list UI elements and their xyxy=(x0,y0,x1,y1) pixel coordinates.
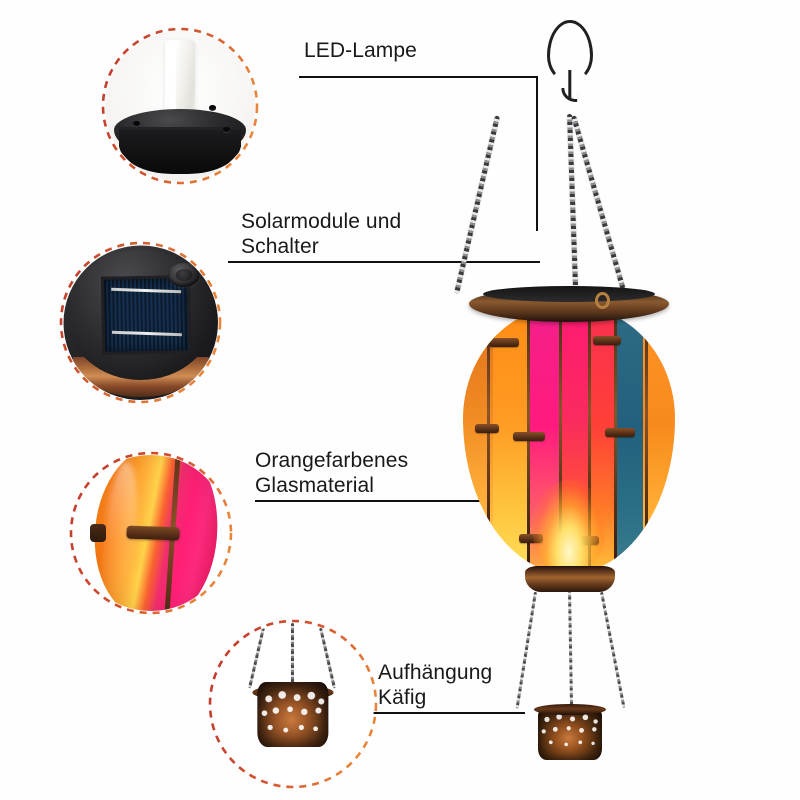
basket-top-rim xyxy=(534,704,606,715)
callout-label-led-lamp: LED-Lampe xyxy=(304,39,417,62)
power-switch-button[interactable] xyxy=(167,262,201,288)
balloon-globe xyxy=(463,306,675,574)
top-chain-right xyxy=(571,115,627,294)
balloon-crossbar xyxy=(575,536,599,545)
balloon-rib xyxy=(588,306,592,574)
callout-circle-led-lamp xyxy=(100,26,260,186)
balloon-panel-teal xyxy=(615,306,647,574)
led-base-screw xyxy=(223,127,230,132)
balloon-panel-orange-left xyxy=(463,306,497,574)
basket-chain-right xyxy=(600,591,626,709)
top-collar-inner-disc xyxy=(483,286,655,302)
collar-ring-hook xyxy=(595,292,610,309)
solar-module-disc-face xyxy=(66,249,215,380)
callout-photo-led-lamp xyxy=(105,31,255,181)
callout-circle-hanging-cage xyxy=(207,618,379,790)
glass-crossbar xyxy=(126,525,180,541)
hanging-hook-tail xyxy=(560,70,579,102)
basket-cage xyxy=(538,708,602,760)
leader-line-led-lamp-vertical xyxy=(536,76,539,231)
balloon-crossbar xyxy=(475,424,499,433)
basket-chain-center xyxy=(568,589,574,711)
balloon-crossbar xyxy=(519,534,543,543)
hanging-loop xyxy=(547,20,593,82)
leader-line-solar-module xyxy=(228,261,540,264)
callout-circle-solar-module xyxy=(58,240,223,405)
basket-filigree-pattern xyxy=(538,708,602,760)
balloon-rib xyxy=(559,306,563,574)
balloon-rib xyxy=(645,306,649,574)
cage-filigree-pattern xyxy=(257,681,329,747)
leader-line-hanging-cage xyxy=(373,712,525,715)
solar-busbar xyxy=(111,287,182,293)
balloon-crossbar xyxy=(513,432,545,441)
led-base-screw xyxy=(133,121,140,126)
callout-circle-glass-material xyxy=(68,450,234,616)
callout-photo-hanging-cage xyxy=(212,623,374,785)
led-base-screw xyxy=(209,105,216,110)
callout-photo-solar-module xyxy=(63,245,218,400)
balloon-crossbar xyxy=(593,336,621,345)
solar-busbar xyxy=(111,330,182,336)
leader-line-led-lamp xyxy=(299,76,538,79)
callout-label-solar-module-line1: Solarmodule und xyxy=(241,210,402,233)
bottom-collar-ring xyxy=(525,566,615,592)
balloon-panel-orange-right xyxy=(643,306,675,574)
top-chain-left xyxy=(454,115,500,294)
callout-label-glass-material-line2: Glasmaterial xyxy=(255,474,375,497)
cage-basket xyxy=(257,681,329,747)
callout-label-solar-module-line2: Schalter xyxy=(241,235,319,258)
product-illustration xyxy=(454,20,685,760)
glass-clip xyxy=(90,523,107,542)
callout-label-hanging-cage-line1: Aufhängung xyxy=(378,661,493,684)
callout-label-glass-material-line1: Orangefarbenes xyxy=(255,449,409,472)
balloon-rib xyxy=(487,306,491,574)
callout-label-hanging-cage-line2: Käfig xyxy=(378,686,427,709)
top-chain-center xyxy=(567,113,579,296)
callout-photo-glass-material xyxy=(73,455,229,611)
balloon-crossbar xyxy=(489,338,519,347)
basket-chain-left xyxy=(515,591,538,709)
cage-chain xyxy=(291,623,294,687)
balloon-crossbar xyxy=(605,428,635,437)
leader-line-glass-material xyxy=(255,500,496,503)
balloon-rib xyxy=(614,306,618,574)
